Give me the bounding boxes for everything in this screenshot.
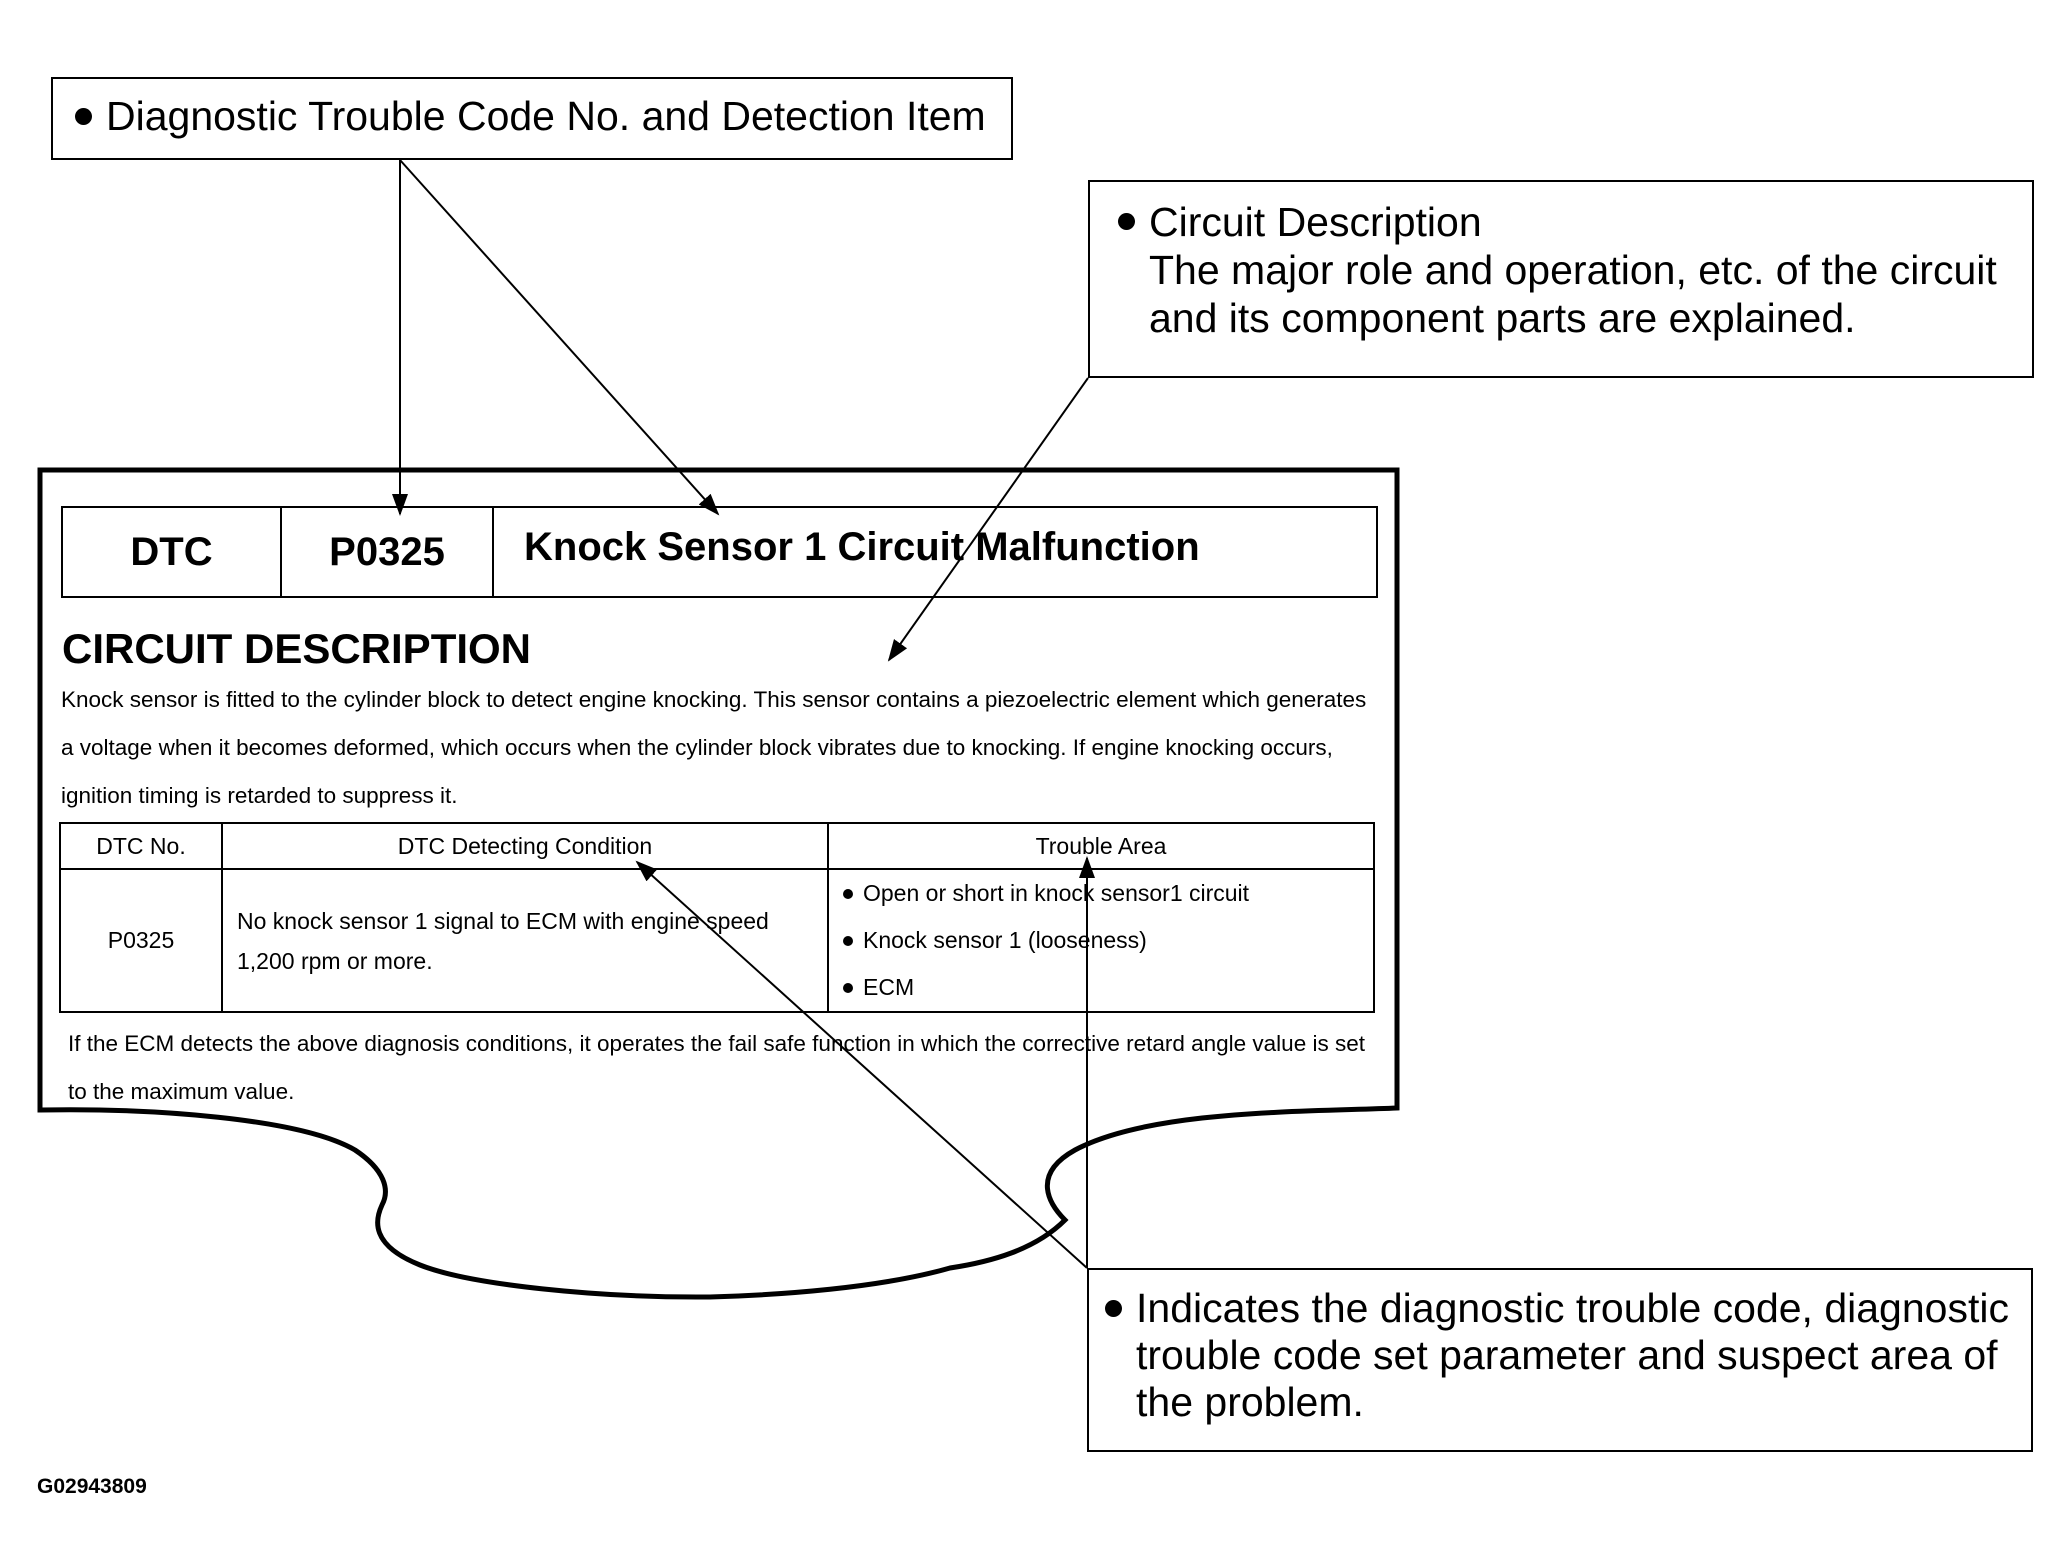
bullet-icon (1118, 213, 1135, 230)
dtc-label: DTC (63, 508, 282, 596)
condition-line2: 1,200 rpm or more. (237, 947, 433, 974)
callout-trouble-line2: trouble code set parameter and suspect a… (1136, 1332, 1998, 1378)
callout-circuit-line1: Circuit Description (1149, 199, 1482, 245)
callout-dtc-number-text: Diagnostic Trouble Code No. and Detectio… (106, 93, 986, 139)
dtc-condition-table: DTC No. DTC Detecting Condition Trouble … (59, 822, 1375, 1013)
trouble-area-item: ECM (863, 974, 915, 1000)
cell-detecting-condition: No knock sensor 1 signal to ECM with eng… (221, 868, 829, 1013)
callout-trouble-line1: Indicates the diagnostic trouble code, d… (1136, 1285, 2009, 1331)
callout-circuit-line2: The major role and operation, etc. of th… (1149, 247, 1997, 293)
failsafe-note: If the ECM detects the above diagnosis c… (68, 1031, 1365, 1104)
callout-circuit-description: Circuit Description The major role and o… (1088, 180, 2034, 378)
dtc-title: Knock Sensor 1 Circuit Malfunction (524, 524, 1200, 569)
trouble-area-item: Open or short in knock sensor1 circuit (863, 880, 1250, 906)
cell-trouble-area: Open or short in knock sensor1 circuit K… (827, 868, 1375, 1013)
header-dtc-no: DTC No. (59, 822, 223, 870)
section-heading: CIRCUIT DESCRIPTION (62, 625, 532, 672)
cell-dtc-no: P0325 (59, 868, 223, 1013)
header-trouble-area: Trouble Area (827, 822, 1375, 870)
bullet-icon (1105, 1300, 1122, 1317)
figure-id: G02943809 (37, 1475, 147, 1498)
dtc-code: P0325 (282, 508, 494, 596)
dtc-header-table: DTC P0325 Knock Sensor 1 Circuit Malfunc… (61, 506, 1378, 598)
callout-circuit-line3: and its component parts are explained. (1149, 295, 1856, 341)
trouble-area-item: Knock sensor 1 (looseness) (863, 927, 1147, 953)
callout-trouble-line3: the problem. (1136, 1379, 1364, 1425)
callout-trouble-code-info: Indicates the diagnostic trouble code, d… (1087, 1268, 2033, 1452)
circuit-description-text: Knock sensor is fitted to the cylinder b… (61, 687, 1367, 808)
list-item: ECM (843, 964, 1373, 1011)
table-header-row: DTC No. DTC Detecting Condition Trouble … (59, 822, 1375, 870)
bullet-icon (843, 888, 853, 899)
table-row: P0325 No knock sensor 1 signal to ECM wi… (59, 868, 1375, 1013)
condition-line1: No knock sensor 1 signal to ECM with eng… (237, 907, 769, 934)
callout-dtc-number: Diagnostic Trouble Code No. and Detectio… (51, 77, 1013, 160)
header-detecting-condition: DTC Detecting Condition (221, 822, 829, 870)
list-item: Knock sensor 1 (looseness) (843, 917, 1373, 964)
bullet-icon (843, 935, 853, 946)
bullet-icon (843, 982, 853, 993)
list-item: Open or short in knock sensor1 circuit (843, 870, 1373, 917)
bullet-icon (75, 108, 92, 125)
